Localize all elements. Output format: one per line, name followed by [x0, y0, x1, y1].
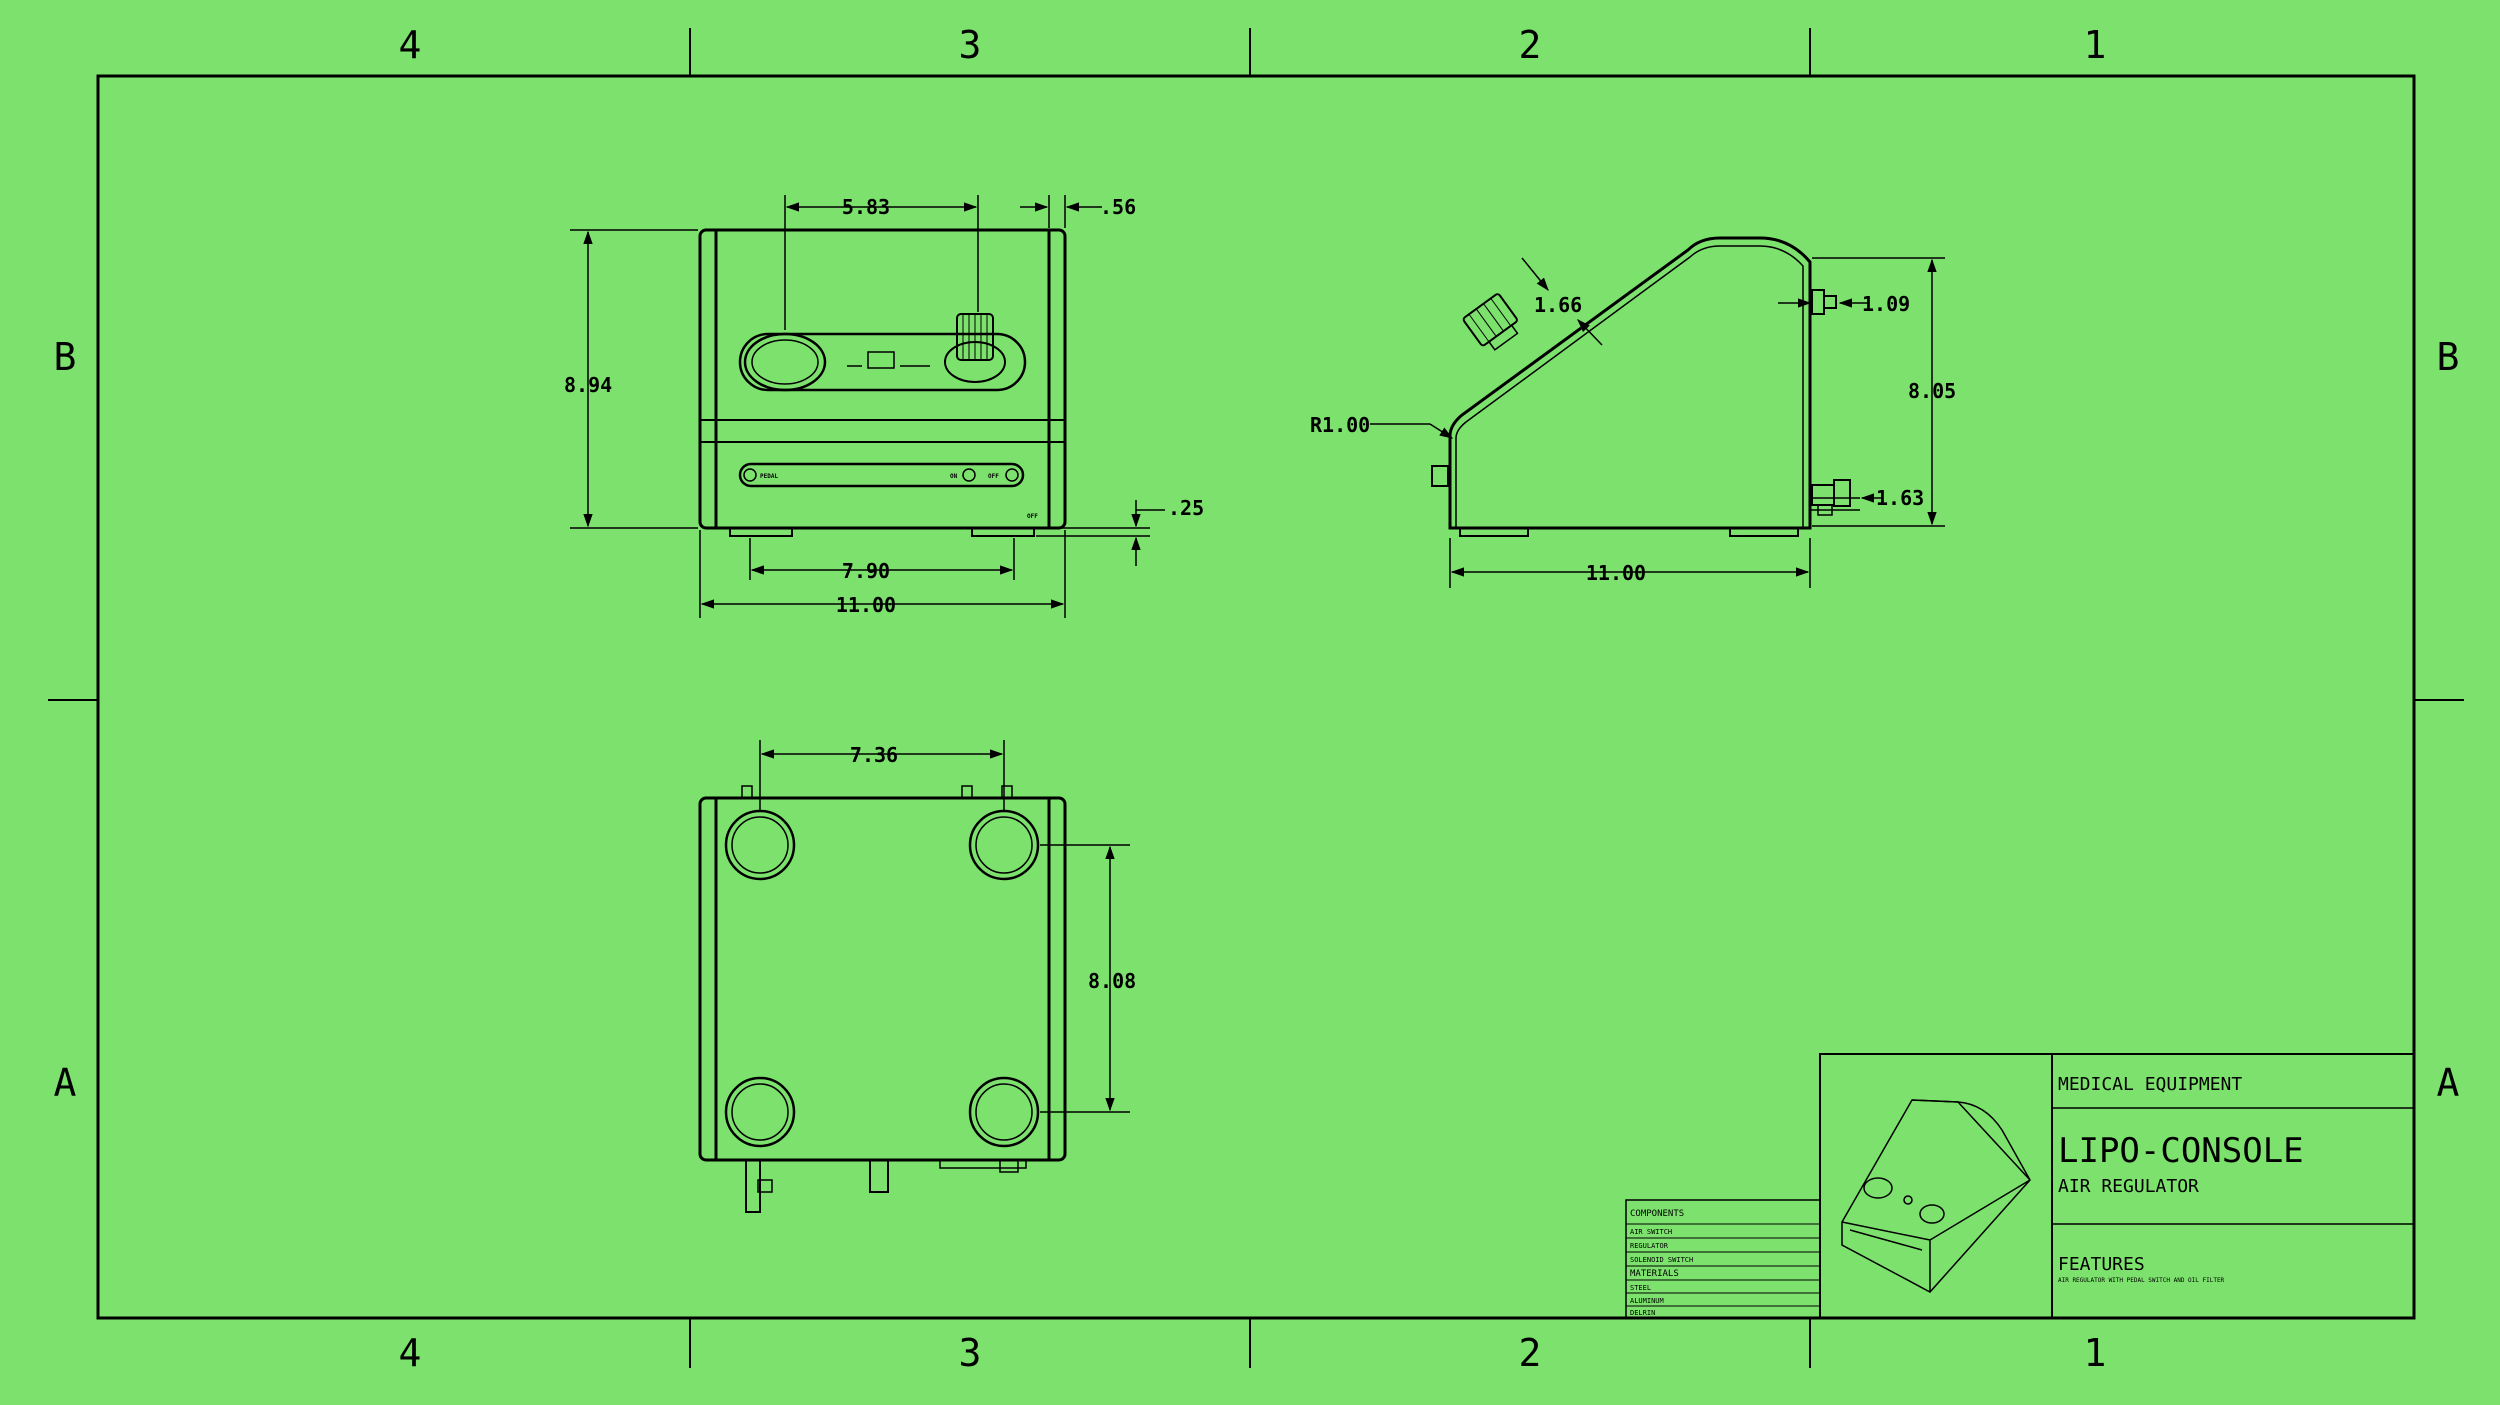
material-steel: STEEL	[1630, 1284, 1651, 1292]
zone-col-3-bottom: 3	[959, 1331, 982, 1375]
dim-fitting-top: 1.09	[1862, 292, 1910, 316]
zone-row-a-right: A	[2437, 1061, 2460, 1105]
dim-feet-depth: 8.08	[1088, 969, 1136, 993]
bottom-view-dim-labels: 7.36 8.08	[850, 743, 1136, 993]
front-view-dim-labels: 5.83 .56 8.94 .25 7.90 11.00	[564, 195, 1204, 617]
dim-depth: 11.00	[1586, 561, 1646, 585]
zone-col-4-bottom: 4	[399, 1331, 422, 1375]
title-block-title: LIPO-CONSOLE	[2058, 1131, 2304, 1171]
dim-side-height: 8.05	[1908, 379, 1956, 403]
front-view-panel-labels: PEDAL ON OFF OFF	[760, 473, 1038, 520]
dim-overall-width: 11.00	[836, 593, 896, 617]
side-rear-fitting-top	[1811, 289, 1825, 315]
title-block-features-text: AIR REGULATOR WITH PEDAL SWITCH AND OIL …	[2058, 1277, 2225, 1284]
bottom-view-dimensions	[759, 740, 1130, 1113]
isometric-thumbnail	[1841, 1099, 2031, 1293]
control-plate	[738, 332, 1027, 392]
dim-foot-height: .25	[1168, 496, 1204, 520]
side-view-dimensions	[1370, 257, 1945, 588]
dim-feet-span: 7.90	[842, 559, 890, 583]
drawing-border	[96, 74, 2416, 1320]
bottom-fitting-left	[745, 1159, 761, 1213]
material-delrin: DELRIN	[1630, 1309, 1655, 1317]
zone-col-1-top: 1	[2084, 23, 2107, 67]
zone-row-b-left: B	[54, 335, 77, 379]
dim-radius: R1.00	[1310, 413, 1370, 437]
side-view-dim-labels: 1.66 1.09 8.05 R1.00 1.63 11.00	[1310, 292, 1956, 585]
pedal-switch-bar	[738, 462, 1025, 488]
materials-label: MATERIALS	[1630, 1269, 1679, 1279]
bottom-view	[698, 785, 1067, 1213]
zone-labels: 4 3 2 1 4 3 2 1 B B A A	[54, 23, 2460, 1375]
title-block	[1625, 1053, 2415, 1319]
title-block-features-label: FEATURES	[2058, 1254, 2145, 1275]
component-air-switch: AIR SWITCH	[1630, 1228, 1672, 1236]
label-off-lower: OFF	[1027, 513, 1038, 520]
side-view	[1431, 236, 1851, 537]
front-view-dimensions	[570, 195, 1165, 618]
zone-row-a-left: A	[54, 1061, 77, 1105]
zone-row-b-right: B	[2437, 335, 2460, 379]
pressure-gauge	[743, 332, 827, 392]
dim-fitting-bottom: 1.63	[1876, 486, 1924, 510]
title-block-text: MEDICAL EQUIPMENT LIPO-CONSOLE AIR REGUL…	[1630, 1074, 2304, 1317]
title-block-subtitle: AIR REGULATOR	[2058, 1176, 2199, 1197]
dim-right-inset: .56	[1100, 195, 1136, 219]
zone-col-2-bottom: 2	[1519, 1331, 1542, 1375]
side-front-fitting	[1431, 465, 1449, 487]
component-regulator: REGULATOR	[1630, 1242, 1669, 1250]
foot-rear-right	[968, 1076, 1040, 1148]
dim-knob: 1.66	[1534, 293, 1582, 317]
bottom-fitting-mid	[869, 1159, 889, 1193]
air-switch	[867, 351, 895, 369]
zone-ticks	[48, 28, 2464, 1368]
components-label: COMPONENTS	[1630, 1209, 1684, 1219]
material-aluminum: ALUMINUM	[1630, 1297, 1664, 1305]
component-solenoid-switch: SOLENOID SWITCH	[1630, 1256, 1693, 1264]
label-on: ON	[950, 473, 958, 480]
dim-feet-width: 7.36	[850, 743, 898, 767]
dim-height: 8.94	[564, 373, 612, 397]
foot-front-right	[968, 809, 1040, 881]
side-regulator-knob	[1462, 293, 1519, 351]
dim-top-width: 5.83	[842, 195, 890, 219]
label-off: OFF	[988, 473, 999, 480]
zone-col-4-top: 4	[399, 23, 422, 67]
front-view	[698, 228, 1067, 537]
foot-rear-left	[724, 1076, 796, 1148]
label-pedal: PEDAL	[760, 473, 778, 480]
zone-col-2-top: 2	[1519, 23, 1542, 67]
foot-front-left	[724, 809, 796, 881]
title-block-category: MEDICAL EQUIPMENT	[2058, 1074, 2242, 1095]
side-rear-fitting-bottom	[1811, 484, 1835, 506]
zone-col-3-top: 3	[959, 23, 982, 67]
zone-col-1-bottom: 1	[2084, 1331, 2107, 1375]
